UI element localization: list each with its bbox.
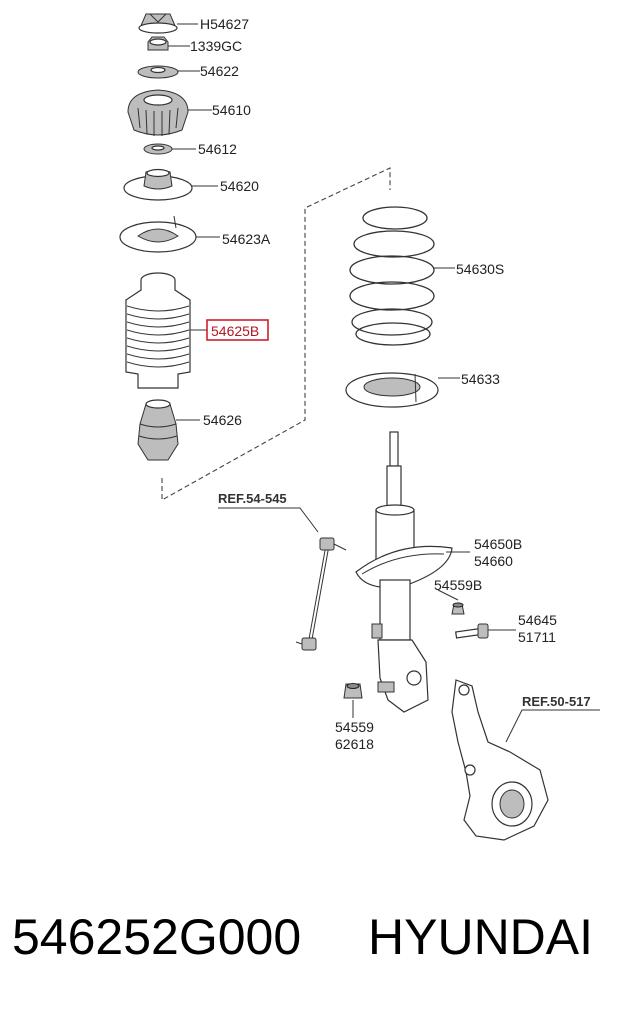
label-ref-54-545: REF.54-545 (218, 491, 287, 506)
coil-spring-part (349, 206, 435, 346)
label-54645: 54645 (518, 612, 557, 628)
label-54623a: 54623A (222, 231, 271, 247)
label-54633: 54633 (461, 371, 500, 387)
strut-assembly-part (355, 431, 453, 713)
stabilizer-link-part (295, 537, 347, 651)
group-dashed-frame (161, 167, 391, 501)
spring-seat-upper-part (119, 215, 197, 253)
label-54622: 54622 (200, 63, 239, 79)
label-54625b: 54625B (211, 323, 259, 339)
ring-part (143, 143, 173, 155)
label-51711: 51711 (518, 629, 556, 645)
washer-part (137, 65, 179, 79)
label-54559: 54559 (335, 719, 374, 735)
part-number-text: 546252G000 (12, 909, 302, 965)
exploded-parts-diagram: H54627 1339GC 54622 54610 54612 54620 (119, 13, 600, 841)
dust-cap-part (138, 13, 178, 34)
highlight-box-54625b (206, 319, 269, 341)
label-54559b: 54559B (434, 577, 482, 593)
steering-knuckle-part (451, 679, 549, 841)
lock-nut-part (147, 36, 169, 51)
label-54620: 54620 (220, 178, 259, 194)
dust-boot-part (125, 272, 191, 389)
flange-nut-part (451, 602, 465, 615)
bolt-part (455, 623, 489, 639)
label-62618: 62618 (335, 736, 374, 752)
spring-pad-part (345, 372, 439, 408)
strut-bearing-part (123, 168, 193, 201)
label-54610: 54610 (212, 102, 251, 118)
label-1339gc: 1339GC (190, 38, 242, 54)
label-ref-50-517: REF.50-517 (522, 694, 591, 709)
footer-caption: 546252G000 HYUNDAI (0, 905, 620, 975)
label-54612: 54612 (198, 141, 237, 157)
strut-mount-part (127, 89, 189, 136)
brand-text: HYUNDAI (368, 909, 594, 965)
hex-nut-part (343, 683, 363, 699)
label-54650b: 54650B (474, 536, 522, 552)
label-54630s: 54630S (456, 261, 504, 277)
label-54660: 54660 (474, 553, 513, 569)
bump-stopper-part (137, 399, 179, 461)
label-54626: 54626 (203, 412, 242, 428)
label-h54627: H54627 (200, 16, 249, 32)
